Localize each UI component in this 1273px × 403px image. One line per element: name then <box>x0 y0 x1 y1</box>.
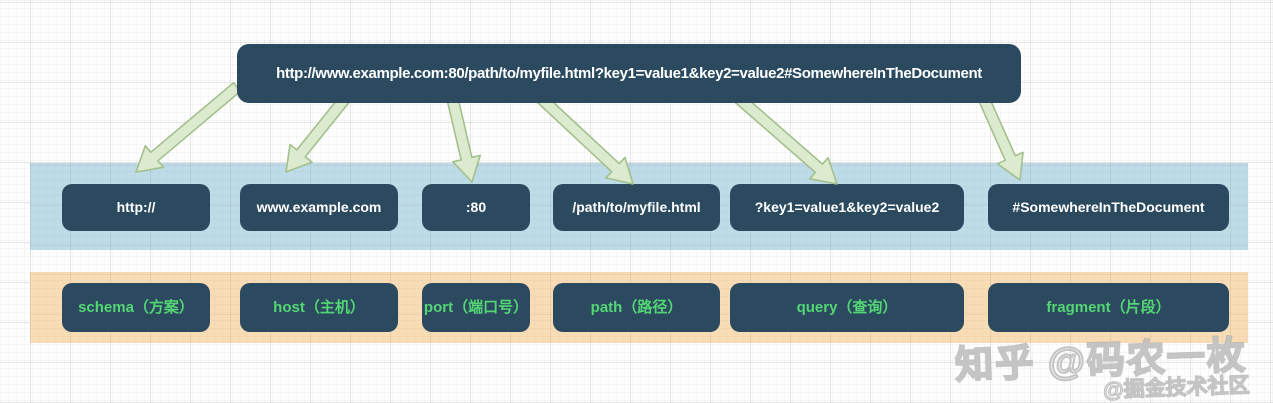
label-path: path（路径） <box>553 283 720 332</box>
url-part-scheme: http:// <box>62 184 210 231</box>
mapping-arrow <box>135 82 242 173</box>
label-scheme: schema（方案） <box>62 283 210 332</box>
url-part-path: /path/to/myfile.html <box>553 184 720 231</box>
url-part-fragment: #SomewhereInTheDocument <box>988 184 1229 231</box>
full-url-box: http://www.example.com:80/path/to/myfile… <box>237 44 1021 103</box>
label-port: port（端口号） <box>422 283 530 332</box>
url-part-query: ?key1=value1&key2=value2 <box>730 184 964 231</box>
label-host: host（主机） <box>240 283 398 332</box>
full-url-text: http://www.example.com:80/path/to/myfile… <box>276 65 982 82</box>
label-fragment: fragment（片段） <box>988 283 1229 332</box>
url-part-port: :80 <box>422 184 530 231</box>
watermark-juejin: @掘金技术社区 <box>1102 373 1250 403</box>
label-query: query（查询） <box>730 283 964 332</box>
url-part-host: www.example.com <box>240 184 398 231</box>
